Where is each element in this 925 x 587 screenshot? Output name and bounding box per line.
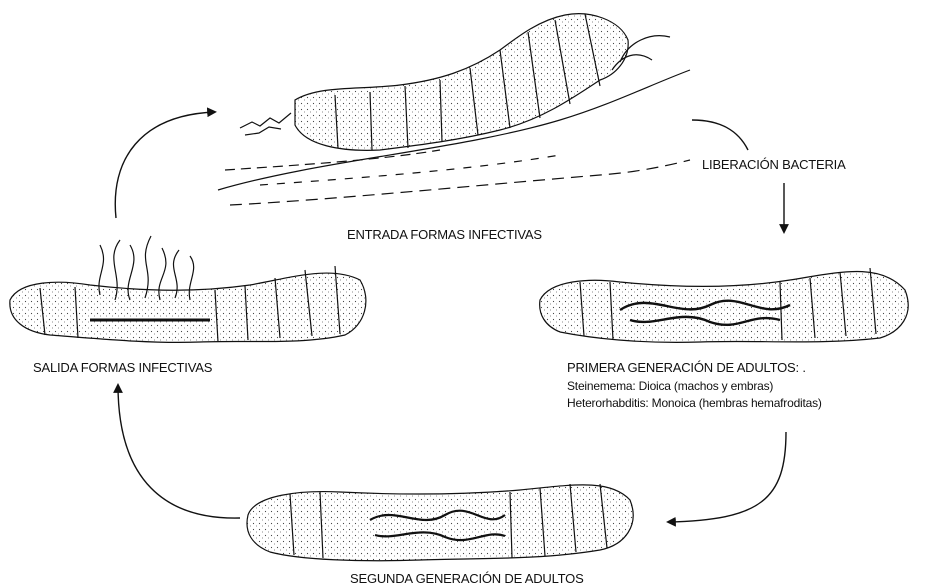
arrow-entrada-to-liberacion	[692, 120, 748, 150]
label-segunda-generacion: SEGUNDA GENERACIÓN DE ADULTOS	[350, 571, 584, 586]
label-primera-generacion-heterorhabditis: Heterorhabditis: Monoica (hembras hemafr…	[567, 396, 822, 410]
label-primera-generacion-title: PRIMERA GENERACIÓN DE ADULTOS: .	[567, 360, 806, 375]
top-larva-illustration	[218, 14, 690, 205]
bottom-larva-illustration	[247, 484, 633, 561]
left-larva-body	[10, 273, 366, 342]
right-larva-illustration	[540, 268, 909, 342]
top-larva-body	[295, 14, 628, 151]
label-liberacion-bacteria: LIBERACIÓN BACTERIA	[702, 157, 846, 172]
arrow-salida-to-entrada	[115, 112, 215, 218]
label-primera-generacion-steinernema: Steinemema: Dioica (machos y embras)	[567, 379, 773, 393]
arrow-primera-to-segunda	[668, 432, 786, 522]
label-entrada-formas-infectivas: ENTRADA FORMAS INFECTIVAS	[347, 227, 542, 242]
label-salida-formas-infectivas: SALIDA FORMAS INFECTIVAS	[33, 360, 212, 375]
arrow-segunda-to-salida	[118, 385, 240, 518]
right-larva-body	[540, 272, 909, 343]
left-larva-illustration	[10, 236, 366, 342]
